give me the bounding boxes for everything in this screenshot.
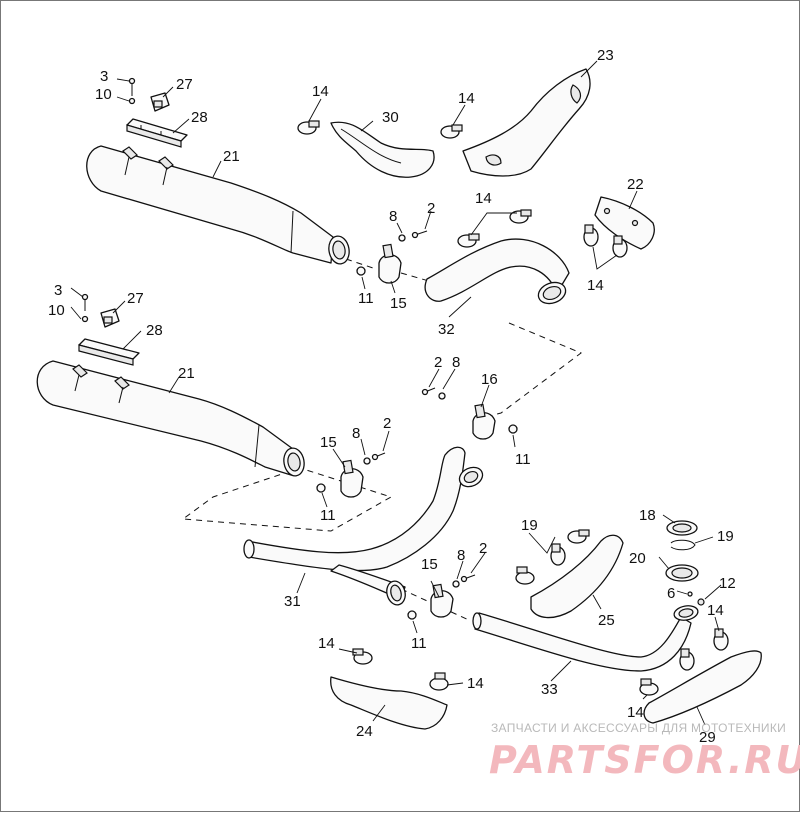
callout-14-c: 14 [475,190,492,207]
callout-2-middle: 2 [434,354,442,371]
callout-18: 18 [639,507,656,524]
callout-23: 23 [597,47,614,64]
callout-15-right: 15 [421,556,438,573]
heat-shield-24 [330,676,448,730]
watermark-logo: PARTSFOR.RU [489,738,800,782]
fasteners [316,230,518,620]
callout-3-upper: 3 [100,68,108,85]
callout-33: 33 [541,681,558,698]
callout-15-upper: 15 [390,295,407,312]
upper-clip-and-bolt [128,77,170,112]
callout-6: 6 [667,585,675,602]
gaskets-and-rings [665,520,705,606]
callout-11-upper: 11 [358,290,374,307]
crossover-pipe-31 [243,446,484,606]
callout-8-middle: 8 [452,354,460,371]
callout-2-upper: 2 [427,200,435,217]
callout-32: 32 [438,321,455,338]
callout-28-lower: 28 [146,322,163,339]
callout-8-right: 8 [457,547,465,564]
callout-30: 30 [382,109,399,126]
upper-muffler [86,145,350,265]
watermark: ЗАПЧАСТИ И АКСЕССУАРЫ ДЛЯ МОТОТЕХНИКИ PA… [489,721,800,782]
callout-19-a: 19 [521,517,538,534]
callout-19-b: 19 [717,528,734,545]
callout-10-upper: 10 [95,86,112,103]
header-pipe-32 [424,238,570,305]
callout-2-right: 2 [479,540,487,557]
lower-muffler [36,360,305,477]
callout-14-f: 14 [318,635,335,652]
heat-shield-25 [530,534,624,619]
callout-31: 31 [284,593,301,610]
callout-11-left: 11 [320,507,336,524]
callout-14-d: 14 [587,277,604,294]
head-pipe-33 [472,605,699,672]
callout-11-middle: 11 [515,451,531,468]
upper-bracket [126,118,188,148]
callout-11-right: 11 [411,635,427,652]
callout-14-e: 14 [707,602,724,619]
callout-21-lower: 21 [178,365,195,382]
callout-27-lower: 27 [127,290,144,307]
callout-8-left: 8 [352,425,360,442]
callout-14-b: 14 [458,90,475,107]
hose-clamps [297,120,729,696]
callout-14-g: 14 [467,675,484,692]
leader-lines [70,60,722,726]
heat-shield-29 [643,650,762,724]
heat-shield-30 [330,121,435,178]
callout-numbers: 3 10 27 28 21 14 30 14 23 8 2 14 22 14 1… [48,47,736,746]
lower-clip-and-bolt [81,293,120,328]
lower-bracket [78,338,140,366]
callout-15-left: 15 [320,434,337,451]
callout-25: 25 [598,612,615,629]
callout-22: 22 [627,176,644,193]
callout-20: 20 [629,550,646,567]
callout-21-upper: 21 [223,148,240,165]
callout-16: 16 [481,371,498,388]
heat-shield-22 [594,196,655,250]
callout-28-upper: 28 [191,109,208,126]
callout-24: 24 [356,723,373,740]
callout-8-upper: 8 [389,208,397,225]
callout-14-h: 14 [627,704,644,721]
callout-27-upper: 27 [176,76,193,93]
watermark-caption: ЗАПЧАСТИ И АКСЕССУАРЫ ДЛЯ МОТОТЕХНИКИ [491,721,786,735]
callout-14-a: 14 [312,83,329,100]
callout-3-lower: 3 [54,282,62,299]
heat-shield-23 [462,68,591,177]
callout-12: 12 [719,575,736,592]
callout-2-left: 2 [383,415,391,432]
mounting-clamps [340,243,496,618]
callout-29: 29 [699,729,716,746]
callout-10-lower: 10 [48,302,65,319]
